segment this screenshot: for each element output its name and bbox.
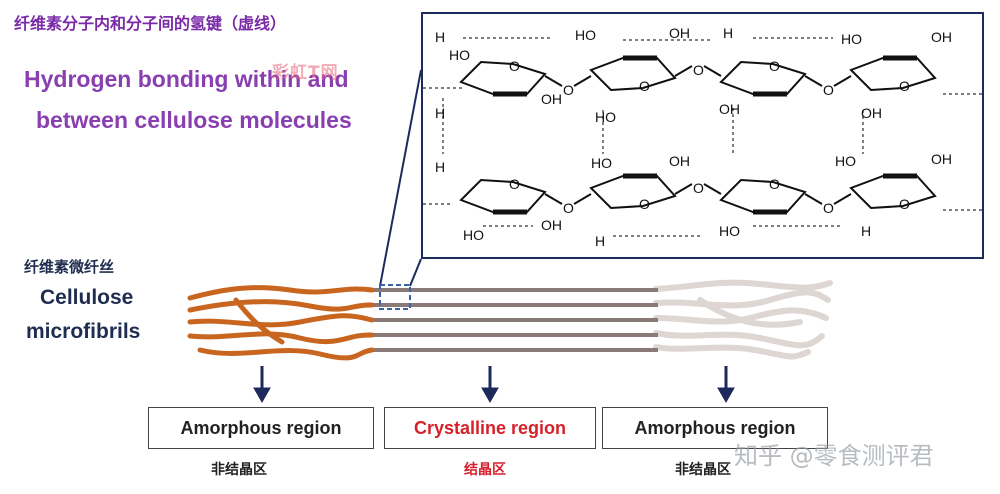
crystalline-region-zh: 结晶区 xyxy=(464,462,506,478)
atom-label: O xyxy=(509,176,520,192)
atom-label: HO xyxy=(591,155,612,171)
atom-label: HO xyxy=(841,31,862,47)
bond xyxy=(804,193,823,205)
glucose-ring xyxy=(459,60,547,95)
bond xyxy=(544,193,563,205)
atom-label: HO xyxy=(575,27,596,43)
atom-label: H xyxy=(435,159,445,175)
atom-label: OH xyxy=(719,101,740,117)
atom-label: O xyxy=(693,62,704,78)
title-english-line2: between cellulose molecules xyxy=(36,107,352,133)
atom-label: O xyxy=(639,196,650,212)
title-chinese: 纤维素分子内和分子间的氢键（虚线） xyxy=(14,14,287,33)
atom-label: OH xyxy=(931,151,952,167)
atom-label: O xyxy=(823,82,834,98)
atom-label: H xyxy=(861,223,871,239)
glucose-ring xyxy=(849,175,937,210)
atom-label: HO xyxy=(719,223,740,239)
bond xyxy=(674,183,693,195)
atom-label: H xyxy=(435,29,445,45)
glucose-ring xyxy=(459,178,547,213)
atom-label: H xyxy=(595,233,605,249)
glucose-ring xyxy=(719,178,807,213)
bond xyxy=(833,75,852,87)
bond xyxy=(573,193,592,205)
bond xyxy=(544,75,563,87)
amorphous-region-left-zh: 非结晶区 xyxy=(211,462,267,478)
atom-label: H xyxy=(723,25,733,41)
atom-label: OH xyxy=(861,105,882,121)
atom-label: HO xyxy=(463,227,484,243)
atom-label: O xyxy=(823,200,834,216)
atom-label: O xyxy=(563,200,574,216)
amorphous-fibrils-left xyxy=(187,285,375,361)
bond xyxy=(703,183,722,195)
amorphous-region-right-box: Amorphous region xyxy=(602,407,828,449)
atom-label: O xyxy=(899,78,910,94)
fibril-label-chinese: 纤维素微纤丝 xyxy=(24,258,115,276)
title-english-line1: Hydrogen bonding within and xyxy=(24,66,349,92)
zoom-connector-line xyxy=(379,69,422,287)
atom-label: H xyxy=(435,105,445,121)
atom-label: OH xyxy=(669,153,690,169)
atom-label: OH xyxy=(541,91,562,107)
amorphous-region-right-zh: 非结晶区 xyxy=(675,462,731,478)
fibril-label-english-line1: Cellulose xyxy=(40,286,134,309)
amorphous-fibrils-right xyxy=(653,279,833,360)
atom-label: OH xyxy=(669,25,690,41)
zoom-connector-line xyxy=(409,258,422,287)
atom-label: O xyxy=(899,196,910,212)
amorphous-region-left-box: Amorphous region xyxy=(148,407,374,449)
atom-label: OH xyxy=(541,217,562,233)
watermark-bottom: 知乎 @零食测评君 xyxy=(734,442,934,470)
atom-label: O xyxy=(509,58,520,74)
fibril-label-english-line2: microfibrils xyxy=(26,320,141,343)
atom-label: O xyxy=(769,176,780,192)
glucose-ring xyxy=(589,175,677,210)
atom-label: HO xyxy=(449,47,470,63)
bond xyxy=(674,65,693,77)
atom-label: HO xyxy=(835,153,856,169)
glucose-ring xyxy=(719,60,807,95)
zoom-selection-box xyxy=(379,284,411,310)
atom-label: O xyxy=(769,58,780,74)
atom-label: O xyxy=(693,180,704,196)
glucose-ring xyxy=(849,57,937,92)
crystalline-fibrils xyxy=(372,288,658,352)
glucose-ring xyxy=(589,57,677,92)
crystalline-region-box: Crystalline region xyxy=(384,407,596,449)
bond xyxy=(804,75,823,87)
bond xyxy=(573,75,592,87)
watermark-top: 彩虹T网 xyxy=(272,63,339,83)
atom-label: HO xyxy=(595,109,616,125)
bond xyxy=(833,193,852,205)
atom-label: O xyxy=(639,78,650,94)
bond xyxy=(703,65,722,77)
region-arrows xyxy=(253,366,735,404)
atom-label: O xyxy=(563,82,574,98)
atom-label: OH xyxy=(931,29,952,45)
